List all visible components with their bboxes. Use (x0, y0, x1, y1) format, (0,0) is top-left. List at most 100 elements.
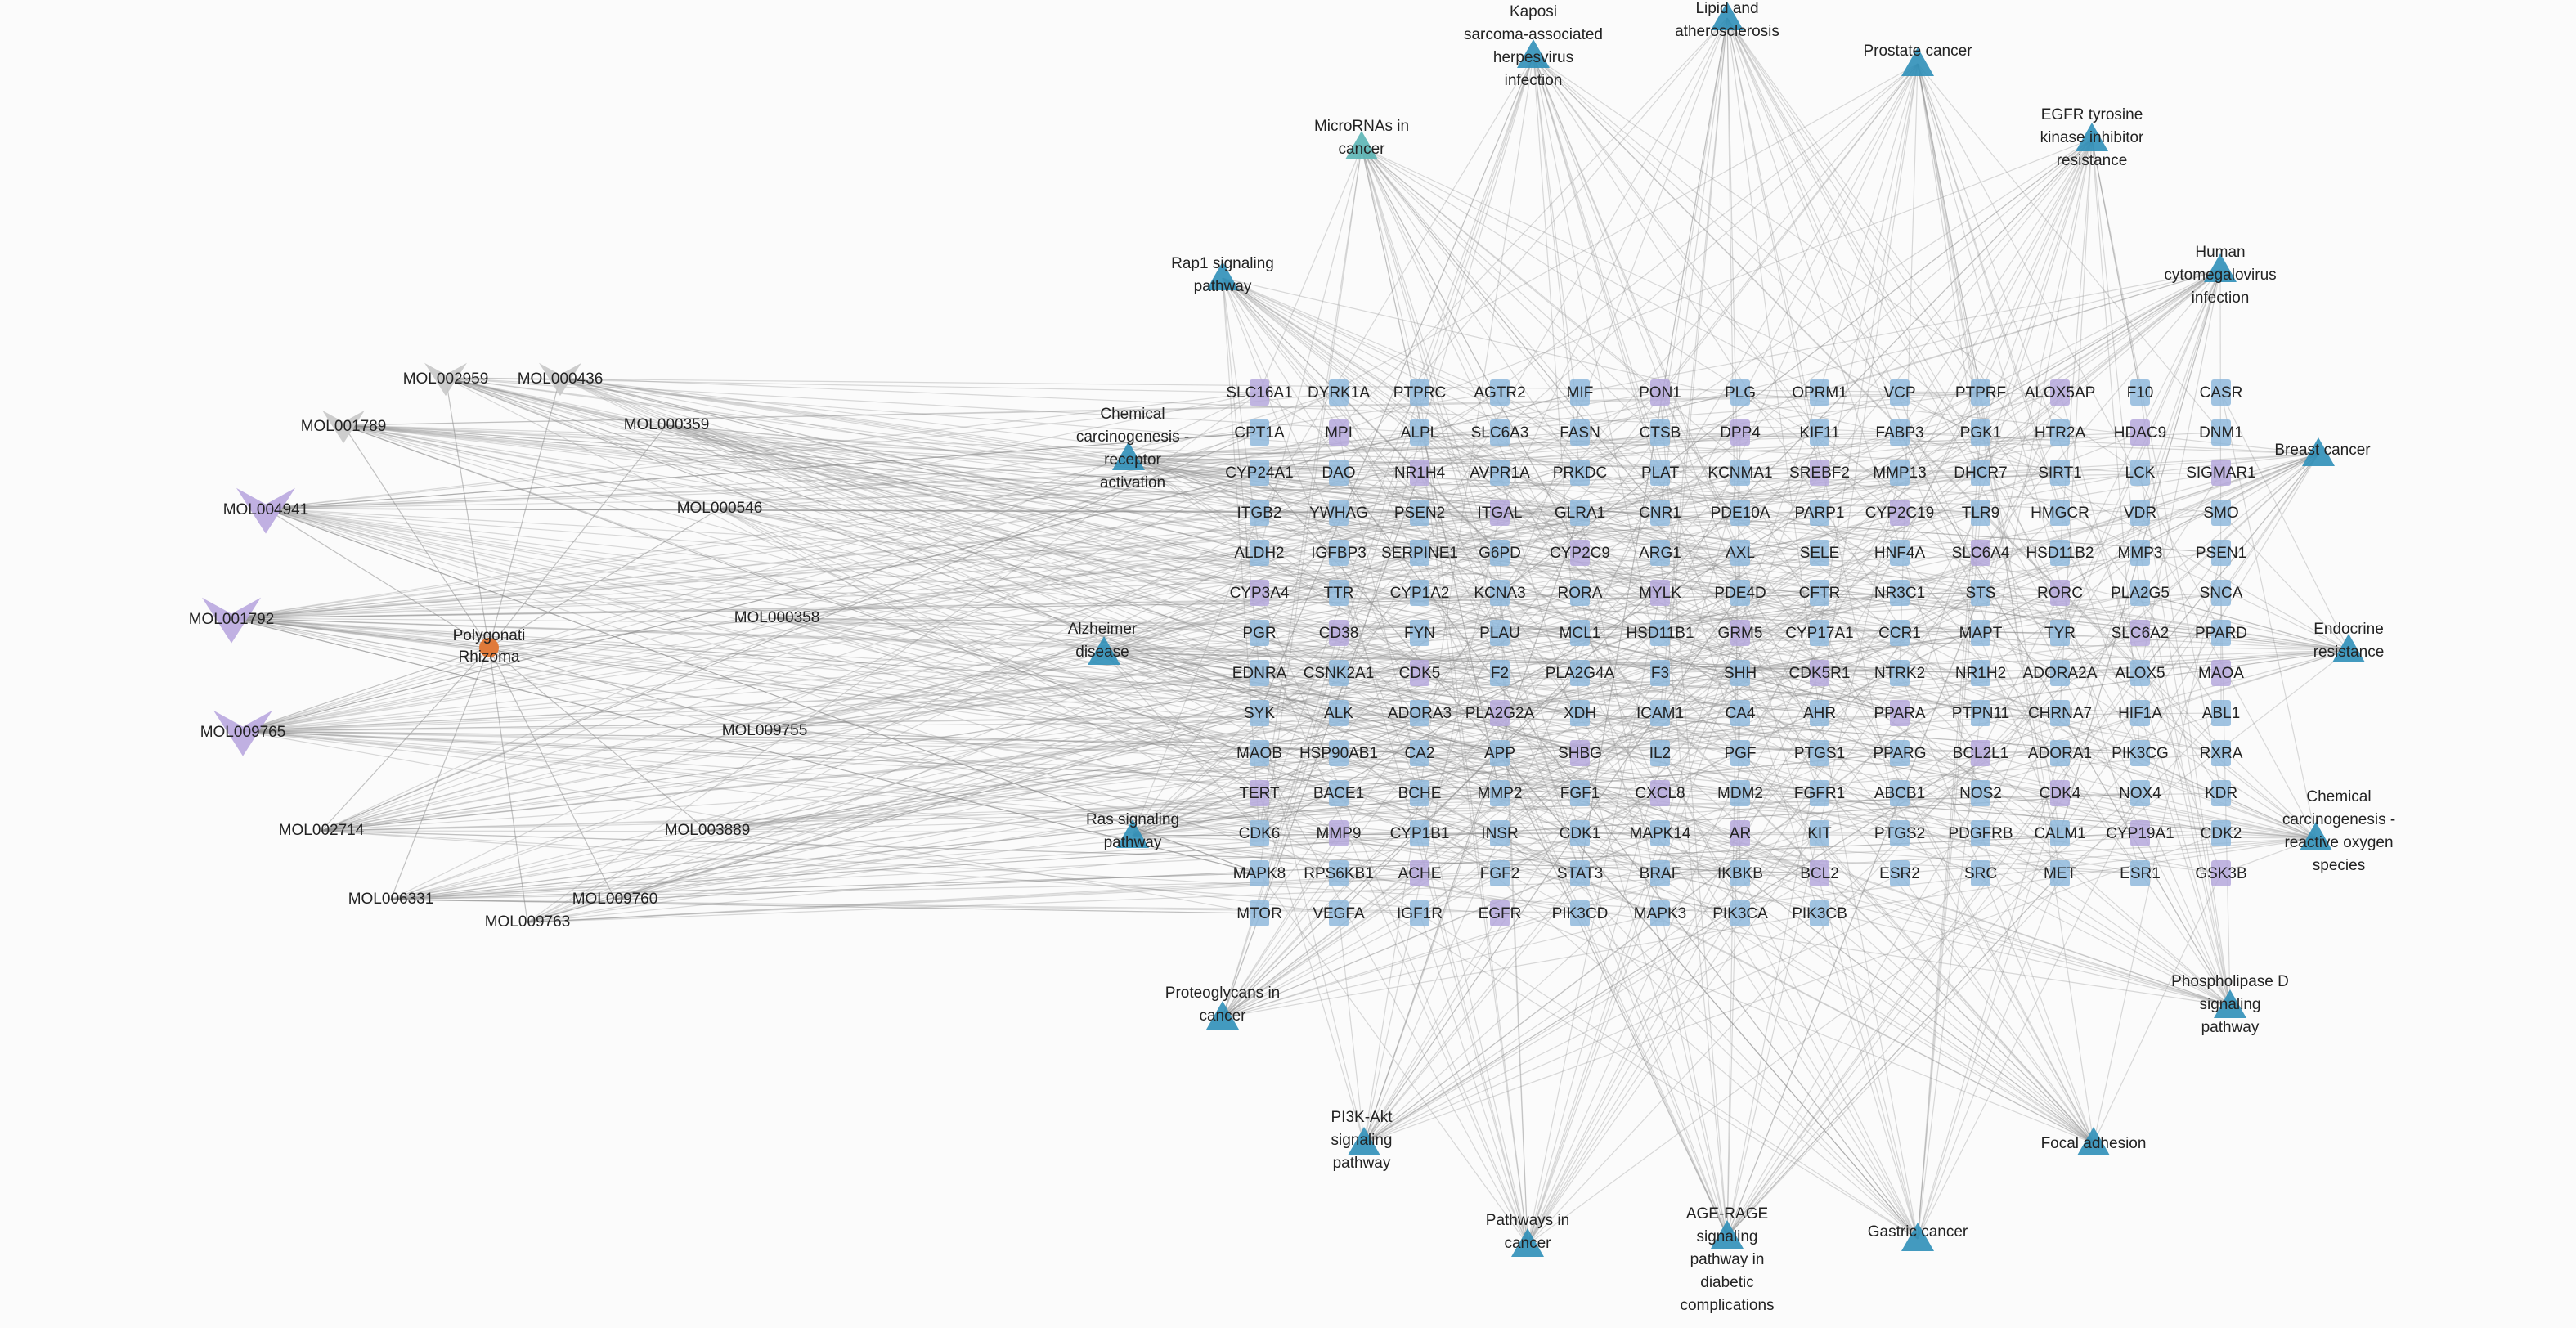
target-node-snca[interactable] (2211, 580, 2231, 606)
target-node-gsk3b[interactable] (2211, 860, 2231, 886)
target-node-hsp90ab1[interactable] (1329, 740, 1349, 766)
molecule-node-icon[interactable] (424, 362, 467, 397)
target-node-glra1[interactable] (1570, 500, 1590, 526)
molecule-node-icon[interactable] (539, 362, 581, 397)
target-node-mapk14[interactable] (1650, 820, 1670, 846)
pathway-node-focal-adhesion[interactable] (2077, 1127, 2110, 1155)
target-node-mapt[interactable] (1971, 620, 1990, 646)
target-node-egfr[interactable] (1490, 900, 1510, 926)
target-node-il2[interactable] (1650, 740, 1670, 766)
pathway-node-age-rage-signaling-pathway-in-diabetic-complications[interactable] (1711, 1220, 1744, 1249)
target-node-ednra[interactable] (1250, 660, 1269, 686)
target-node-ppara[interactable] (1890, 700, 1910, 726)
target-node-fgf1[interactable] (1570, 780, 1590, 806)
target-node-abcb1[interactable] (1890, 780, 1910, 806)
pathway-node-pathways-in-cancer[interactable] (1511, 1228, 1544, 1257)
target-node-pgk1[interactable] (1971, 419, 1990, 446)
target-node-hsd11b1[interactable] (1650, 620, 1670, 646)
target-node-fgfr1[interactable] (1810, 780, 1829, 806)
target-node-tyr[interactable] (2050, 620, 2070, 646)
target-node-aldh2[interactable] (1250, 540, 1269, 566)
pathway-node-chemical-carcinogenesis-reactive-oxygen-species[interactable] (2300, 822, 2332, 850)
target-node-stat3[interactable] (1570, 860, 1590, 886)
target-node-ar[interactable] (1730, 820, 1750, 846)
target-node-nr1h2[interactable] (1971, 660, 1990, 686)
target-node-ccr1[interactable] (1890, 620, 1910, 646)
target-node-maoa[interactable] (2211, 660, 2231, 686)
target-node-braf[interactable] (1650, 860, 1670, 886)
target-node-kcnma1[interactable] (1730, 460, 1750, 486)
target-node-pdgfrb[interactable] (1971, 820, 1990, 846)
target-node-lck[interactable] (2130, 460, 2150, 486)
target-node-igfbp3[interactable] (1329, 540, 1349, 566)
target-node-pon1[interactable] (1650, 379, 1670, 406)
target-node-hmgcr[interactable] (2050, 500, 2070, 526)
target-node-nos2[interactable] (1971, 780, 1990, 806)
target-node-app[interactable] (1490, 740, 1510, 766)
target-node-psen2[interactable] (1410, 500, 1429, 526)
target-node-parp1[interactable] (1810, 500, 1829, 526)
target-node-cnr1[interactable] (1650, 500, 1670, 526)
target-node-smo[interactable] (2211, 500, 2231, 526)
pathway-node-chemical-carcinogenesis-receptor-activation[interactable] (1112, 442, 1145, 470)
target-node-pde4d[interactable] (1730, 580, 1750, 606)
pathway-node-gastric-cancer[interactable] (1901, 1223, 1934, 1251)
target-node-bche[interactable] (1410, 780, 1429, 806)
target-node-cdk6[interactable] (1250, 820, 1269, 846)
target-node-kdr[interactable] (2211, 780, 2231, 806)
target-node-cdk1[interactable] (1570, 820, 1590, 846)
molecule-node-icon[interactable] (236, 487, 295, 534)
target-node-agtr2[interactable] (1490, 379, 1510, 406)
pathway-node-phospholipase-d-signaling-pathway[interactable] (2214, 989, 2246, 1018)
target-node-dnm1[interactable] (2211, 419, 2231, 446)
pathway-node-kaposi-sarcoma-associated-herpesvirus-infection[interactable] (1517, 39, 1550, 68)
target-node-mdm2[interactable] (1730, 780, 1750, 806)
target-node-mtor[interactable] (1250, 900, 1269, 926)
target-node-alpl[interactable] (1410, 419, 1429, 446)
target-node-dpp4[interactable] (1730, 419, 1750, 446)
target-node-kif11[interactable] (1810, 419, 1829, 446)
pathway-node-proteoglycans-in-cancer[interactable] (1206, 1001, 1239, 1030)
target-node-pla2g4a[interactable] (1570, 660, 1590, 686)
target-node-f2[interactable] (1490, 660, 1510, 686)
target-node-adora3[interactable] (1410, 700, 1429, 726)
target-node-itgal[interactable] (1490, 500, 1510, 526)
target-node-cdk5[interactable] (1410, 660, 1429, 686)
target-node-nr1h4[interactable] (1410, 460, 1429, 486)
target-node-ache[interactable] (1410, 860, 1429, 886)
target-node-pik3cb[interactable] (1810, 900, 1829, 926)
target-node-psen1[interactable] (2211, 540, 2231, 566)
target-node-pla2g5[interactable] (2130, 580, 2150, 606)
pathway-node-breast-cancer[interactable] (2302, 437, 2335, 466)
target-node-plg[interactable] (1730, 379, 1750, 406)
target-node-slc16a1[interactable] (1250, 379, 1269, 406)
target-node-cdk2[interactable] (2211, 820, 2231, 846)
target-node-maob[interactable] (1250, 740, 1269, 766)
target-node-pde10a[interactable] (1730, 500, 1750, 526)
target-node-arg1[interactable] (1650, 540, 1670, 566)
target-node-ptgs2[interactable] (1890, 820, 1910, 846)
target-node-shh[interactable] (1730, 660, 1750, 686)
target-node-vdr[interactable] (2130, 500, 2150, 526)
target-node-ppard[interactable] (2211, 620, 2231, 646)
pathway-node-prostate-cancer[interactable] (1901, 47, 1934, 76)
target-node-pgr[interactable] (1250, 620, 1269, 646)
target-node-adora2a[interactable] (2050, 660, 2070, 686)
pathway-node-human-cytomegalovirus-infection[interactable] (2204, 253, 2237, 282)
target-node-plau[interactable] (1490, 620, 1510, 646)
target-node-hif1a[interactable] (2130, 700, 2150, 726)
target-node-insr[interactable] (1490, 820, 1510, 846)
target-node-sigmar1[interactable] (2211, 460, 2231, 486)
target-node-ca4[interactable] (1730, 700, 1750, 726)
target-node-mapk8[interactable] (1250, 860, 1269, 886)
target-node-pgf[interactable] (1730, 740, 1750, 766)
target-node-cyp24a1[interactable] (1250, 460, 1269, 486)
target-node-axl[interactable] (1730, 540, 1750, 566)
target-node-mif[interactable] (1570, 379, 1590, 406)
target-node-cdk4[interactable] (2050, 780, 2070, 806)
target-node-abl1[interactable] (2211, 700, 2231, 726)
target-node-sirt1[interactable] (2050, 460, 2070, 486)
target-node-fabp3[interactable] (1890, 419, 1910, 446)
target-node-f3[interactable] (1650, 660, 1670, 686)
target-node-cd38[interactable] (1329, 620, 1349, 646)
